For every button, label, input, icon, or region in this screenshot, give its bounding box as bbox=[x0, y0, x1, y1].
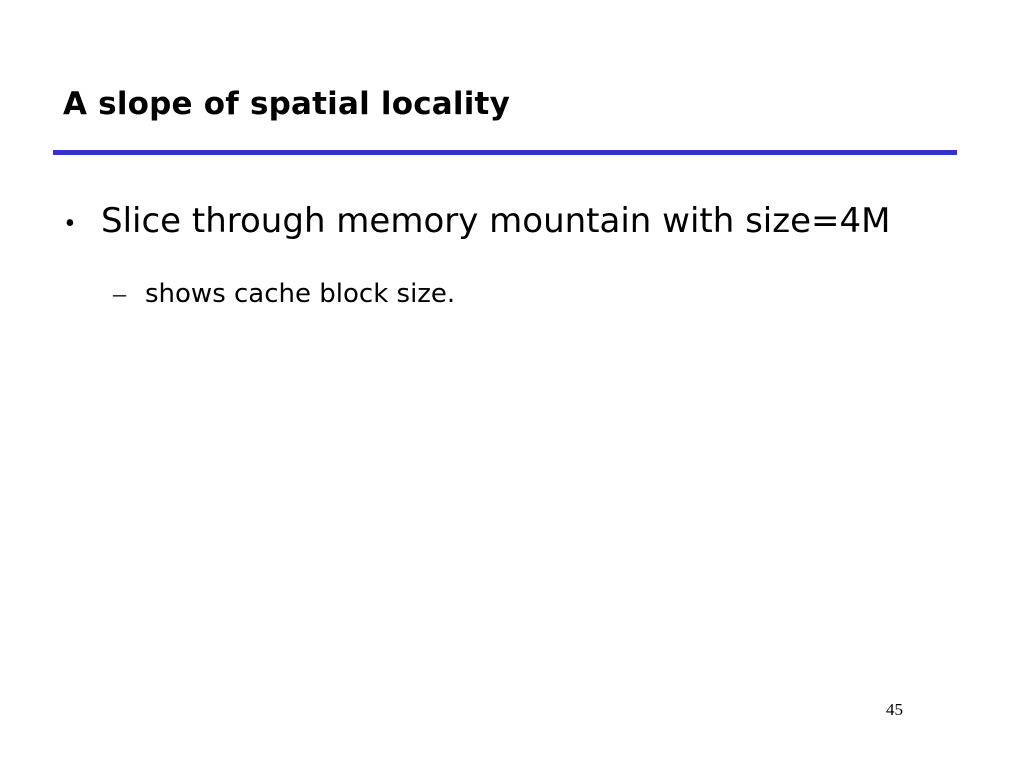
bullet-item: • Slice through memory mountain with siz… bbox=[65, 198, 890, 244]
slide-title: A slope of spatial locality bbox=[63, 86, 510, 122]
page-number: 45 bbox=[886, 700, 903, 719]
bullet-marker: • bbox=[65, 208, 75, 239]
sub-bullet-item: – shows cache block size. bbox=[113, 277, 455, 311]
sub-bullet-marker: – bbox=[113, 279, 126, 308]
bullet-text: Slice through memory mountain with size=… bbox=[101, 201, 891, 241]
title-divider bbox=[53, 150, 957, 155]
sub-bullet-text: shows cache block size. bbox=[145, 279, 456, 309]
